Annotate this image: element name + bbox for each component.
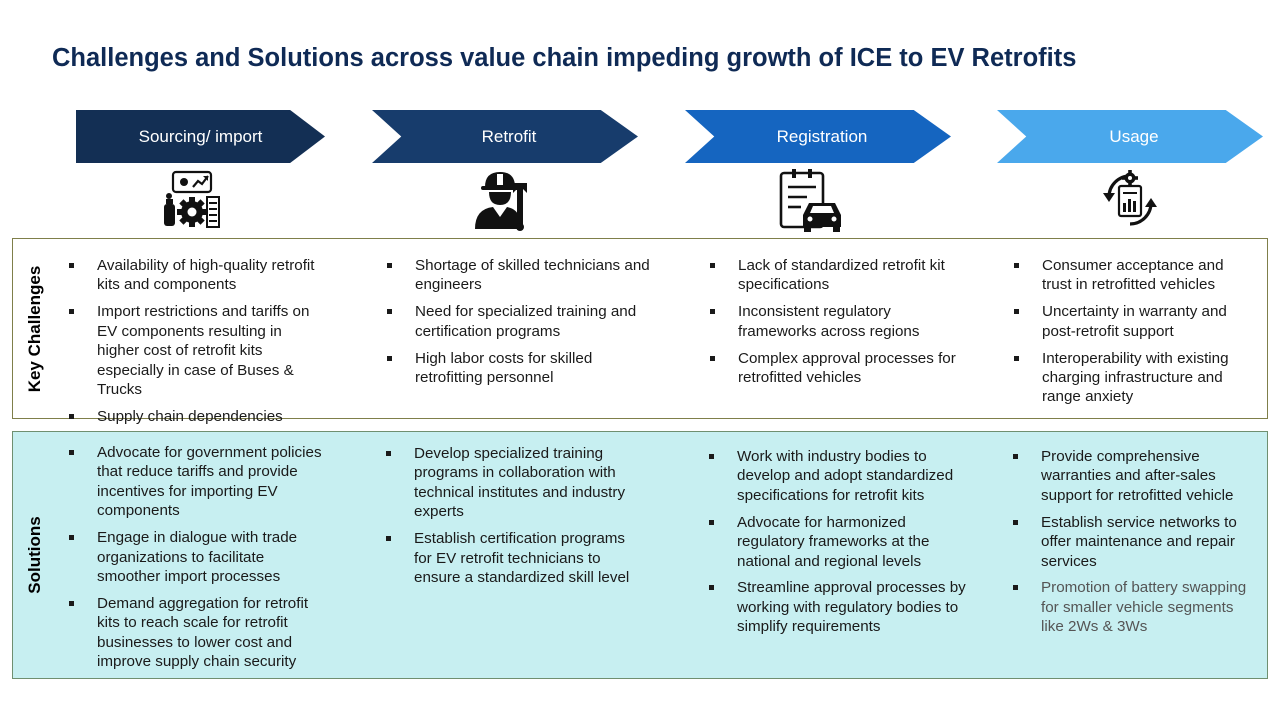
- solutions-row-label: Solutions: [25, 516, 44, 594]
- challenges-column-registration: Lack of standardized retrofit kit specif…: [708, 256, 970, 395]
- challenges-column-retrofit: Shortage of skilled technicians and engi…: [385, 256, 650, 395]
- list-item: Complex approval processes for retrofitt…: [708, 349, 970, 388]
- list-item: Interoperability with existing charging …: [1012, 349, 1252, 407]
- clipboard-car-icon: [779, 167, 845, 233]
- list-item: Establish certification programs for EV …: [384, 529, 646, 587]
- key-challenges-panel: Key Challenges Availability of high-qual…: [12, 238, 1268, 425]
- stage-chevron-sourcing: Sourcing/ import: [76, 110, 325, 163]
- list-item: Inconsistent regulatory frameworks acros…: [708, 302, 970, 341]
- list-item: Develop specialized training programs in…: [384, 444, 646, 522]
- solutions-panel: Solutions Advocate for government polici…: [12, 431, 1268, 679]
- solutions-column-sourcing: Advocate for government policies that re…: [67, 443, 329, 679]
- list-item: Streamline approval processes by working…: [707, 578, 971, 636]
- solutions-column-usage: Provide comprehensive warranties and aft…: [1011, 447, 1253, 644]
- list-item: Engage in dialogue with trade organizati…: [67, 528, 329, 586]
- stage-label-registration: Registration: [776, 126, 868, 146]
- stage-chevron-retrofit: Retrofit: [372, 110, 638, 163]
- list-item: Supply chain dependencies: [67, 407, 325, 426]
- solutions-column-retrofit: Develop specialized training programs in…: [384, 444, 646, 595]
- sourcing-gears-chart-icon: [157, 167, 223, 233]
- list-item: High labor costs for skilled retrofittin…: [385, 349, 650, 388]
- list-item: Consumer acceptance and trust in retrofi…: [1012, 256, 1252, 295]
- cycle-document-icon: [1097, 167, 1163, 233]
- stage-label-retrofit: Retrofit: [481, 126, 537, 146]
- list-item: Demand aggregation for retrofit kits to …: [67, 594, 329, 672]
- key-challenges-row-label: Key Challenges: [25, 265, 44, 392]
- list-item: Need for specialized training and certif…: [385, 302, 650, 341]
- list-item: Import restrictions and tariffs on EV co…: [67, 302, 325, 399]
- challenges-column-usage: Consumer acceptance and trust in retrofi…: [1012, 256, 1252, 414]
- page-title: Challenges and Solutions across value ch…: [52, 44, 1077, 72]
- list-item: Provide comprehensive warranties and aft…: [1011, 447, 1253, 505]
- list-item: Establish service networks to offer main…: [1011, 513, 1253, 571]
- stage-label-usage: Usage: [1109, 126, 1159, 146]
- list-item: Shortage of skilled technicians and engi…: [385, 256, 650, 295]
- solutions-column-registration: Work with industry bodies to develop and…: [707, 447, 971, 644]
- list-item: Advocate for government policies that re…: [67, 443, 329, 521]
- list-item: Lack of standardized retrofit kit specif…: [708, 256, 970, 295]
- list-item: Uncertainty in warranty and post-retrofi…: [1012, 302, 1252, 341]
- list-item: Work with industry bodies to develop and…: [707, 447, 971, 505]
- technician-wrench-icon: [467, 167, 533, 233]
- stage-chevron-usage: Usage: [997, 110, 1263, 163]
- list-item: Promotion of battery swapping for smalle…: [1011, 578, 1253, 636]
- list-item: Availability of high-quality retrofit ki…: [67, 256, 325, 295]
- stage-chevron-registration: Registration: [685, 110, 951, 163]
- list-item: Advocate for harmonized regulatory frame…: [707, 513, 971, 571]
- challenges-column-sourcing: Availability of high-quality retrofit ki…: [67, 256, 325, 434]
- stage-label-sourcing: Sourcing/ import: [138, 126, 263, 146]
